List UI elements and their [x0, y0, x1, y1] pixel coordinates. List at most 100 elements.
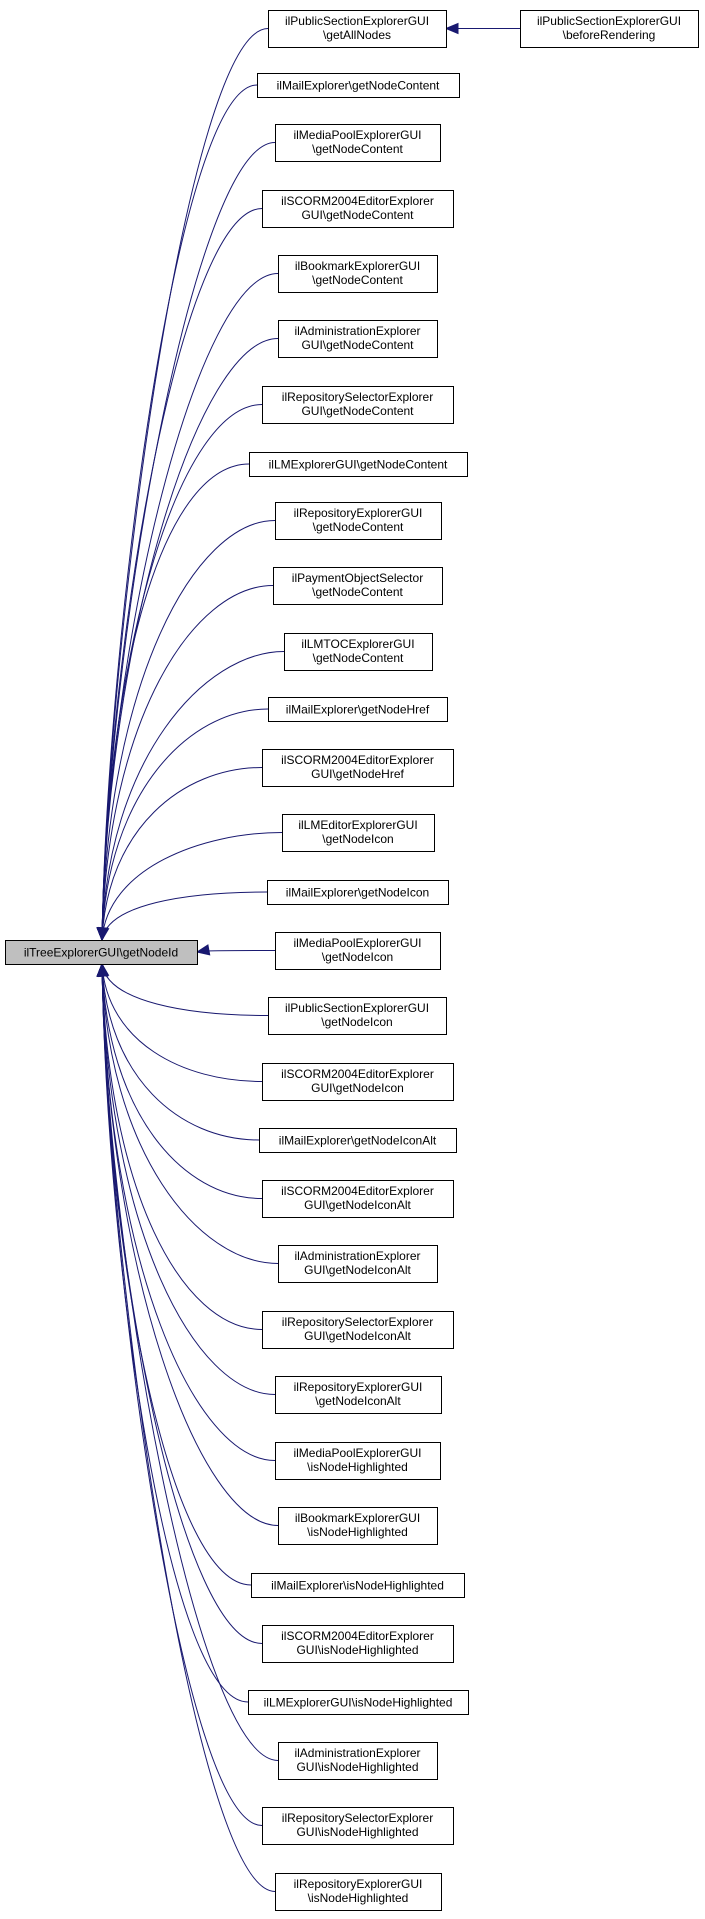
node-box: [278, 1245, 438, 1283]
node-box: [251, 1573, 465, 1598]
node-label-line: ilRepositoryExplorerGUI: [294, 1877, 423, 1891]
edge-n19-to-root: [101, 963, 260, 1141]
edge-n29-to-root: [101, 963, 279, 1761]
node-label-line: ilRepositorySelectorExplorer: [282, 1315, 433, 1329]
edge-n21-to-root: [101, 963, 279, 1264]
edge-n14-to-root: [101, 832, 283, 941]
node-label-line: ilPaymentObjectSelector: [292, 571, 423, 585]
node-n17[interactable]: ilPublicSectionExplorerGUI\getNodeIcon: [268, 997, 447, 1035]
node-n19[interactable]: ilMailExplorer\getNodeIconAlt: [259, 1128, 457, 1153]
node-label-line: \getNodeIcon: [322, 832, 393, 846]
node-n31[interactable]: ilRepositoryExplorerGUI\isNodeHighlighte…: [275, 1873, 442, 1911]
root-node-box: [5, 940, 198, 965]
node-box: [275, 1376, 442, 1414]
node-n7[interactable]: ilRepositorySelectorExplorerGUI\getNodeC…: [262, 386, 454, 424]
node-n4[interactable]: ilSCORM2004EditorExplorerGUI\getNodeCont…: [262, 190, 454, 228]
edge-n18-to-root: [101, 963, 263, 1082]
node-label-line: GUI\getNodeContent: [301, 404, 414, 418]
node-box: [262, 1807, 454, 1845]
node-label-line: ilSCORM2004EditorExplorer: [281, 753, 434, 767]
node-box: [275, 1442, 441, 1480]
node-n15[interactable]: ilMailExplorer\getNodeIcon: [267, 880, 449, 905]
node-n21[interactable]: ilAdministrationExplorerGUI\getNodeIconA…: [278, 1245, 438, 1283]
node-label-line: GUI\isNodeHighlighted: [296, 1825, 418, 1839]
edge-n25-to-root: [101, 963, 279, 1526]
node-n24[interactable]: ilMediaPoolExplorerGUI\isNodeHighlighted: [275, 1442, 441, 1480]
node-box: [257, 73, 460, 98]
node-n26[interactable]: ilMailExplorer\isNodeHighlighted: [251, 1573, 465, 1598]
node-label-line: \isNodeHighlighted: [308, 1891, 409, 1905]
root-node[interactable]: ilTreeExplorerGUI\getNodeId: [5, 940, 198, 965]
node-n1[interactable]: ilPublicSectionExplorerGUI\getAllNodes: [268, 10, 447, 48]
node-box: [262, 1180, 454, 1218]
edge-n31-to-root: [101, 963, 276, 1892]
node-n11[interactable]: ilLMTOCExplorerGUI\getNodeContent: [284, 633, 433, 671]
edge-n12-to-root: [101, 708, 269, 941]
node-label-line: ilMediaPoolExplorerGUI: [293, 936, 421, 950]
node-n1b[interactable]: ilPublicSectionExplorerGUI\beforeRenderi…: [520, 10, 699, 48]
node-n30[interactable]: ilRepositorySelectorExplorerGUI\isNodeHi…: [262, 1807, 454, 1845]
node-label-line: \getNodeContent: [312, 142, 403, 156]
node-box: [268, 997, 447, 1035]
node-n22[interactable]: ilRepositorySelectorExplorerGUI\getNodeI…: [262, 1311, 454, 1349]
node-n6[interactable]: ilAdministrationExplorerGUI\getNodeConte…: [278, 320, 438, 358]
node-n25[interactable]: ilBookmarkExplorerGUI\isNodeHighlighted: [278, 1507, 438, 1545]
edge-n15-to-root: [101, 891, 268, 941]
node-box: [275, 502, 442, 540]
node-n9[interactable]: ilRepositoryExplorerGUI\getNodeContent: [275, 502, 442, 540]
node-label-line: ilAdministrationExplorer: [294, 1249, 420, 1263]
node-box: [259, 1128, 457, 1153]
node-n8[interactable]: ilLMExplorerGUI\getNodeContent: [249, 452, 468, 477]
node-label-line: ilSCORM2004EditorExplorer: [281, 1184, 434, 1198]
node-label-line: ilPublicSectionExplorerGUI: [537, 14, 681, 28]
edges-layer: [96, 22, 520, 1892]
edge-n20-to-root: [101, 963, 263, 1199]
node-n10[interactable]: ilPaymentObjectSelector\getNodeContent: [273, 567, 443, 605]
node-box: [262, 1063, 454, 1101]
node-n3[interactable]: ilMediaPoolExplorerGUI\getNodeContent: [275, 124, 441, 162]
node-n5[interactable]: ilBookmarkExplorerGUI\getNodeContent: [278, 255, 438, 293]
node-box: [278, 255, 438, 293]
node-label-line: \getNodeContent: [313, 520, 404, 534]
node-label-line: ilRepositoryExplorerGUI: [294, 1380, 423, 1394]
node-n2[interactable]: ilMailExplorer\getNodeContent: [257, 73, 460, 98]
edge-n2-to-root: [101, 84, 258, 941]
node-n23[interactable]: ilRepositoryExplorerGUI\getNodeIconAlt: [275, 1376, 442, 1414]
node-box: [262, 749, 454, 787]
node-n16[interactable]: ilMediaPoolExplorerGUI\getNodeIcon: [275, 932, 441, 970]
node-n29[interactable]: ilAdministrationExplorerGUI\isNodeHighli…: [278, 1742, 438, 1780]
node-label-line: ilTreeExplorerGUI\getNodeId: [24, 946, 178, 960]
node-label-line: \beforeRendering: [563, 28, 656, 42]
node-n14[interactable]: ilLMEditorExplorerGUI\getNodeIcon: [282, 814, 435, 852]
node-box: [268, 697, 448, 722]
node-label-line: GUI\getNodeIconAlt: [304, 1329, 411, 1343]
edge-n13-to-root: [101, 767, 263, 941]
edge-n17-to-root: [101, 963, 269, 1016]
node-label-line: ilLMEditorExplorerGUI: [298, 818, 417, 832]
node-n12[interactable]: ilMailExplorer\getNodeHref: [268, 697, 448, 722]
node-label-line: ilRepositorySelectorExplorer: [282, 390, 433, 404]
node-label-line: GUI\isNodeHighlighted: [296, 1643, 418, 1657]
arrowhead-n1b-to-n1: [444, 22, 459, 35]
node-box: [262, 386, 454, 424]
node-label-line: GUI\getNodeIconAlt: [304, 1198, 411, 1212]
node-label-line: \getAllNodes: [323, 28, 391, 42]
node-label-line: ilLMExplorerGUI\getNodeContent: [269, 458, 448, 472]
node-box: [278, 1507, 438, 1545]
node-label-line: ilPublicSectionExplorerGUI: [285, 14, 429, 28]
node-label-line: ilLMTOCExplorerGUI: [301, 637, 414, 651]
edge-n5-to-root: [101, 273, 279, 941]
node-label-line: ilLMExplorerGUI\isNodeHighlighted: [264, 1696, 453, 1710]
node-label-line: GUI\getNodeContent: [301, 338, 414, 352]
node-n20[interactable]: ilSCORM2004EditorExplorerGUI\getNodeIcon…: [262, 1180, 454, 1218]
edge-n16-to-root: [196, 950, 276, 953]
node-n28[interactable]: ilLMExplorerGUI\isNodeHighlighted: [248, 1690, 469, 1715]
node-box: [262, 1625, 454, 1663]
node-n27[interactable]: ilSCORM2004EditorExplorerGUI\isNodeHighl…: [262, 1625, 454, 1663]
nodes-layer: ilTreeExplorerGUI\getNodeId ilPublicSecti…: [5, 10, 699, 1911]
edge-n22-to-root: [101, 963, 263, 1330]
node-box: [249, 452, 468, 477]
edge-n23-to-root: [101, 963, 276, 1395]
